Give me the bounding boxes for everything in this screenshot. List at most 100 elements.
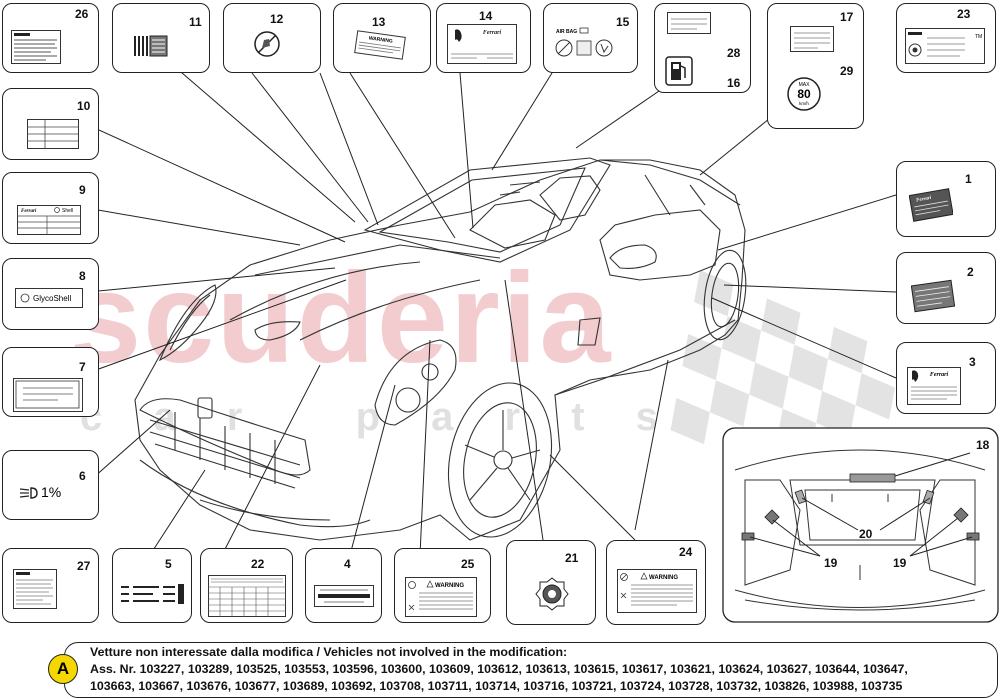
callout-number-24: 24 [679,545,693,559]
callout-number-8: 8 [79,269,86,283]
box-4[interactable]: 4 [305,548,382,623]
glycoshell-word: GlycoShell [33,294,71,303]
label-17-icon [790,26,834,52]
callout-number-27: 27 [77,559,91,573]
box-6[interactable]: 6 1% [2,450,99,520]
airbag-word: AIR BAG [556,29,577,35]
callout-number-29: 29 [840,64,854,78]
label-27-icon [13,569,57,609]
max-number: 80 [797,87,811,101]
round-sticker-21-icon [535,577,569,611]
callout-number-5: 5 [165,557,172,571]
callout-number-14: 14 [479,9,493,23]
label-22-icon [208,575,286,617]
box-17-29[interactable]: 17 29 MAX 80 km/h [767,3,864,129]
callout-number-16: 16 [727,76,741,90]
glycoshell-label-icon: GlycoShell [15,288,83,308]
callout-number-28: 28 [727,46,741,60]
label-28-icon [667,12,711,34]
box-8[interactable]: 8 GlycoShell [2,258,99,330]
box-1[interactable]: 1 Ferrari [896,161,996,237]
box-22[interactable]: 22 [200,548,293,623]
box-5[interactable]: 5 [112,548,192,623]
callout-number-15: 15 [616,15,630,29]
callout-number-19b: 19 [893,556,907,570]
label-7-icon [13,378,83,412]
max-speed-icon: MAX 80 km/h [787,77,821,111]
max-unit: km/h [799,101,809,106]
label-9-icon: Ferrari Shell [17,205,81,235]
callout-number-19a: 19 [824,556,838,570]
box-2[interactable]: 2 [896,252,996,324]
svg-text:Ferrari: Ferrari [21,209,37,214]
warning-sticker-icon: WARNING [354,30,406,60]
callout-number-20: 20 [859,527,873,541]
box-25[interactable]: 25 WARNING [394,548,491,623]
callout-number-17: 17 [840,10,854,24]
svg-text:Ferrari: Ferrari [483,30,502,36]
box-3[interactable]: 3 Ferrari [896,342,996,414]
label-10-icon [27,119,79,149]
box-10[interactable]: 10 [2,88,99,160]
callout-number-10: 10 [77,99,91,113]
modification-note-box [64,642,998,698]
box-12[interactable]: 12 [223,3,321,73]
max-word: MAX [799,82,811,88]
callout-number-3: 3 [969,355,976,369]
callout-number-7: 7 [79,360,86,374]
warning-word-13: WARNING [368,35,393,44]
shell-word: Shell [62,208,73,214]
box-28-16[interactable]: 28 16 [654,3,751,93]
box-23[interactable]: 23 TM [896,3,996,73]
callout-number-1: 1 [965,172,972,186]
callout-number-4: 4 [344,557,351,571]
ferrari-plate-icon: Ferrari [447,24,517,64]
label-26-icon [11,30,61,64]
warning-label-24-icon: WARNING [617,569,697,613]
headlight-percent: 1% [41,484,62,500]
label-3-icon: Ferrari [907,367,961,405]
callout-number-26: 26 [75,7,89,21]
no-child-seat-icon [254,31,280,57]
label-5-icon [121,584,184,604]
box-14[interactable]: 14 Ferrari [436,3,531,73]
box-26[interactable]: 26 [2,3,99,73]
box-21[interactable]: 21 [506,540,596,625]
headlight-icon [19,487,38,499]
airbag-label-icon: AIR BAG [555,27,613,57]
warning-word-24: WARNING [649,575,678,581]
svg-text:Ferrari: Ferrari [916,196,933,204]
tm-word: TM [975,34,982,40]
svg-text:Ferrari: Ferrari [930,372,949,378]
box-27[interactable]: 27 [2,548,99,623]
box-11[interactable]: 11 [112,3,210,73]
label-2-icon [911,279,955,313]
callout-number-22: 22 [251,557,265,571]
callout-number-12: 12 [270,12,284,26]
label-23-icon: TM [905,28,985,64]
box-15[interactable]: 15 AIR BAG [543,3,638,73]
callout-number-11: 11 [189,15,202,29]
warning-word-25: WARNING [435,583,464,589]
callout-number-6: 6 [79,469,86,483]
callout-number-25: 25 [461,557,475,571]
box-13[interactable]: 13 WARNING [333,3,431,73]
note-line-2: Ass. Nr. 103227, 103289, 103525, 103553,… [90,662,908,676]
callout-number-23: 23 [957,7,971,21]
fuel-pump-icon [665,56,693,86]
box-7[interactable]: 7 [2,347,99,417]
callout-number-9: 9 [79,183,86,197]
label-1-icon: Ferrari [909,188,953,222]
note-line-3: 103663, 103667, 103676, 103677, 103689, … [90,679,903,693]
callout-number-2: 2 [967,265,974,279]
label-4-icon [314,585,374,607]
label-11-icon [134,35,168,57]
callout-number-13: 13 [372,15,386,29]
callout-number-18: 18 [976,438,990,452]
box-9[interactable]: 9 Ferrari Shell [2,172,99,244]
box-24[interactable]: 24 WARNING [606,540,706,625]
